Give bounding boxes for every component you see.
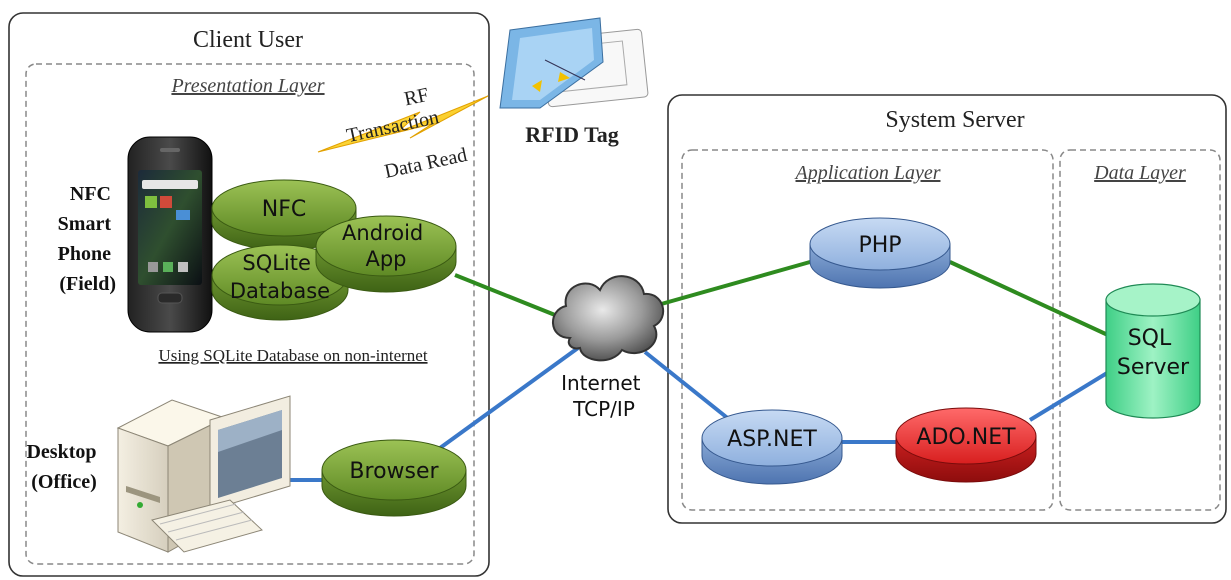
browser-node: Browser	[321, 439, 467, 517]
android-app-node-line-2: App	[365, 247, 406, 271]
desktop-label: Desktop (Office)	[26, 441, 101, 493]
client-user-box	[8, 12, 490, 577]
desktop-label-line-2: (Office)	[31, 471, 97, 493]
lightning-bolt-icon	[317, 95, 489, 153]
phone-label: NFC Smart Phone (Field)	[58, 183, 116, 295]
adonet-node: ADO.NET	[895, 407, 1037, 483]
rf-line-2: Transaction	[345, 106, 441, 147]
client-user-title: Client User	[193, 27, 303, 53]
sql-server-node: SQL Server	[1105, 283, 1201, 419]
phone-label-line-3: Phone	[58, 243, 111, 265]
sql-server-node-line-1: SQL	[1128, 326, 1172, 351]
android-app-node-label: Android App	[342, 221, 430, 271]
application-layer-label: Application Layer	[794, 162, 941, 184]
link-adonet-sql	[1028, 368, 1114, 422]
nfc-node-label: NFC	[262, 197, 306, 222]
application-layer-box	[681, 149, 1054, 511]
adonet-node-label: ADO.NET	[916, 425, 1016, 450]
internet-label-line-1: Internet	[561, 371, 641, 395]
rfid-tag-icon	[499, 17, 649, 109]
sqlite-node: SQLite Database	[211, 244, 349, 321]
link-browser-internet	[438, 346, 580, 450]
sql-server-node-label: SQL Server	[1117, 326, 1190, 380]
desktop-label-line-1: Desktop	[26, 441, 96, 463]
cloud-icon	[552, 275, 664, 362]
desktop-computer-icon	[116, 395, 291, 553]
sqlite-node-label: SQLite Database	[230, 251, 330, 303]
link-php-sql	[949, 260, 1111, 338]
sql-server-node-line-2: Server	[1117, 355, 1190, 380]
data-layer-label: Data Layer	[1093, 162, 1186, 184]
link-internet-aspnet	[643, 350, 732, 422]
phone-label-line-1: NFC	[70, 183, 111, 205]
presentation-layer-box	[25, 63, 475, 565]
data-read-label: Data Read	[382, 144, 469, 183]
smartphone-icon	[127, 136, 213, 333]
phone-label-line-4: (Field)	[59, 273, 116, 295]
sqlite-node-line-1: SQLite	[242, 251, 311, 275]
link-internet-php	[639, 260, 811, 312]
system-server-title: System Server	[885, 107, 1024, 133]
php-node-label: PHP	[858, 233, 901, 258]
sqlite-note: Using SQLite Database on non-internet	[158, 346, 427, 365]
rf-transaction-label: RF Transaction	[340, 83, 441, 147]
data-layer-box	[1059, 149, 1221, 511]
rf-line-1: RF	[402, 84, 431, 111]
internet-label: Internet TCP/IP	[561, 371, 647, 421]
aspnet-node: ASP.NET	[701, 409, 843, 485]
aspnet-node-label: ASP.NET	[727, 427, 817, 452]
sqlite-node-line-2: Database	[230, 279, 330, 303]
browser-node-label: Browser	[349, 459, 439, 484]
phone-label-line-2: Smart	[58, 213, 112, 235]
presentation-layer-label: Presentation Layer	[170, 75, 324, 97]
internet-label-line-2: TCP/IP	[572, 397, 635, 421]
android-app-node-line-1: Android	[342, 221, 423, 245]
rfid-tag-label: RFID Tag	[525, 122, 619, 147]
system-server-box	[667, 94, 1227, 524]
php-node: PHP	[809, 217, 951, 289]
android-app-node: Android App	[315, 215, 457, 293]
